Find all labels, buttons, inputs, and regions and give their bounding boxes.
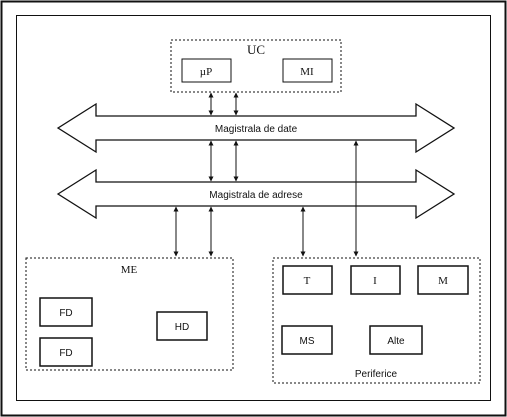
data-bus-label: Magistrala de date — [215, 124, 298, 135]
me-title: ME — [121, 264, 138, 276]
periferice-title: Periferice — [355, 369, 398, 380]
fd-box-top — [39, 297, 93, 327]
microprocessor-box — [181, 58, 232, 83]
ms-label: MS — [300, 336, 315, 347]
i-box — [350, 265, 401, 295]
ms-box — [281, 325, 333, 355]
me-group-box — [25, 257, 234, 371]
uc-title: UC — [247, 42, 265, 57]
alte-box — [369, 325, 423, 355]
fd-box-bottom — [39, 337, 93, 367]
fd-label-top: FD — [59, 308, 72, 319]
m-label: M — [438, 275, 448, 287]
mi-label: MI — [300, 66, 314, 78]
mi-box — [282, 58, 333, 83]
fd-label-bottom: FD — [59, 348, 72, 359]
data-bus-arrow — [56, 102, 456, 154]
address-bus-label: Magistrala de adrese — [209, 190, 303, 201]
periferice-group-box — [272, 257, 481, 384]
microprocessor-label: µP — [200, 66, 212, 78]
t-label: T — [304, 275, 311, 287]
i-label: I — [373, 275, 377, 287]
hd-box — [156, 311, 208, 341]
t-box — [282, 265, 333, 295]
inner-frame — [16, 15, 491, 401]
m-box — [417, 265, 469, 295]
uc-group-box — [170, 39, 342, 93]
alte-label: Alte — [387, 336, 405, 347]
hd-label: HD — [175, 322, 189, 333]
